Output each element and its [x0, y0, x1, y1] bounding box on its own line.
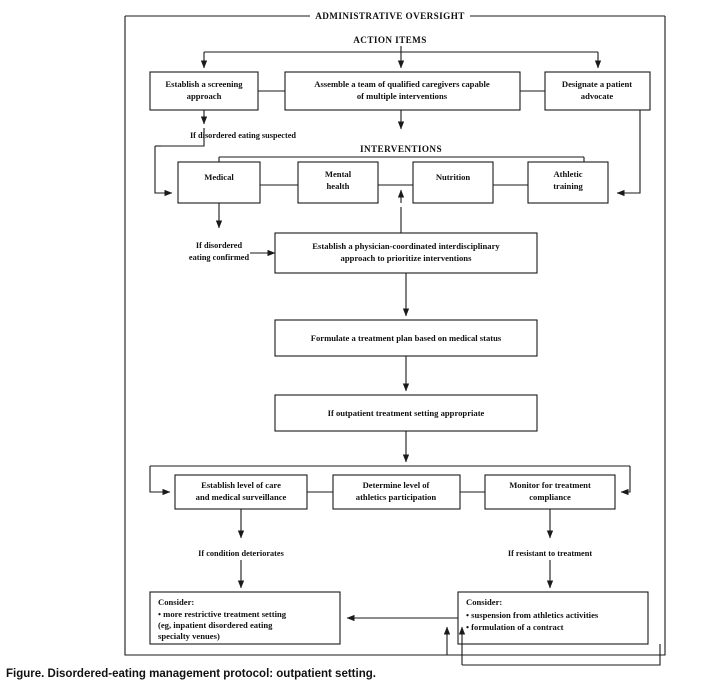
loop-suspected-to-medical [154, 128, 205, 197]
box-nutrition[interactable]: Nutrition [412, 161, 494, 204]
feedback-loop-outer [458, 626, 661, 666]
box-screening-line1: Establish a screening [165, 79, 243, 89]
box-medical[interactable]: Medical [177, 161, 261, 204]
label-deteriorates: If condition deteriorates [198, 549, 284, 558]
label-suspected: If disordered eating suspected [190, 131, 296, 140]
box-screening[interactable]: Establish a screening approach [149, 71, 259, 111]
box-medical-line1: Medical [204, 172, 234, 182]
box-team[interactable]: Assemble a team of qualified caregivers … [284, 71, 521, 111]
label-confirmed-line2: eating confirmed [189, 253, 250, 262]
box-advocate-line1: Designate a patient [562, 79, 632, 89]
section-action-items: ACTION ITEMS [353, 35, 426, 45]
box-monitor-line1: Monitor for treatment [509, 480, 591, 490]
consider-left-b1: • more restrictive treatment setting [158, 609, 287, 619]
section-interventions: INTERVENTIONS [360, 144, 442, 154]
box-mental-line2: health [327, 181, 350, 191]
box-level-care-line1: Establish level of care [201, 480, 281, 490]
box-monitor-line2: compliance [529, 492, 571, 502]
box-level-care-line2: and medical surveillance [196, 492, 287, 502]
box-physician-line1: Establish a physician-coordinated interd… [312, 241, 500, 251]
consider-left-b2: (eg, inpatient disordered eating [158, 620, 273, 630]
row3-bracket [149, 465, 631, 496]
box-outpatient-setting[interactable]: If outpatient treatment setting appropri… [274, 394, 538, 432]
box-athletic-training[interactable]: Athletic training [527, 161, 609, 204]
box-team-line1: Assemble a team of qualified caregivers … [314, 79, 490, 89]
box-monitor-compliance[interactable]: Monitor for treatment compliance [484, 474, 616, 510]
box-team-line2: of multiple interventions [357, 91, 448, 101]
box-participation-line2: athletics participation [356, 492, 437, 502]
box-outpatient-line1: If outpatient treatment setting appropri… [328, 408, 485, 418]
figure-caption: Figure. Disordered-eating management pro… [6, 668, 376, 680]
box-physician-coordinated[interactable]: Establish a physician-coordinated interd… [274, 232, 538, 274]
box-physician-line2: approach to prioritize interventions [341, 253, 473, 263]
consider-left-b3: specialty venues) [158, 631, 220, 641]
box-consider-left[interactable]: Consider: • more restrictive treatment s… [149, 591, 341, 645]
interventions-bracket [218, 156, 585, 162]
box-advocate[interactable]: Designate a patient advocate [544, 71, 651, 111]
box-athletic-line1: Athletic [553, 169, 582, 179]
consider-left-title: Consider: [158, 597, 194, 607]
box-formulate-plan[interactable]: Formulate a treatment plan based on medi… [274, 319, 538, 357]
label-resistant: If resistant to treatment [508, 549, 592, 558]
box-athletics-participation[interactable]: Determine level of athletics participati… [332, 474, 461, 510]
consider-right-b2: • formulation of a contract [466, 622, 564, 632]
outer-label: ADMINISTRATIVE OVERSIGHT [315, 11, 465, 21]
consider-right-b1: • suspension from athletics activities [466, 610, 599, 620]
box-level-of-care[interactable]: Establish level of care and medical surv… [174, 474, 308, 510]
box-participation-line1: Determine level of [363, 480, 430, 490]
box-consider-right[interactable]: Consider: • suspension from athletics ac… [457, 591, 649, 645]
box-advocate-line2: advocate [581, 91, 614, 101]
action-items-bracket [200, 46, 602, 69]
loop-advocate-to-athletic [616, 110, 641, 197]
box-nutrition-line1: Nutrition [436, 172, 471, 182]
box-athletic-line2: training [553, 181, 583, 191]
administrative-oversight-frame [124, 15, 666, 656]
label-confirmed-line1: If disordered [196, 241, 243, 250]
box-mental-health[interactable]: Mental health [297, 161, 379, 204]
box-mental-line1: Mental [325, 169, 352, 179]
box-formulate-line1: Formulate a treatment plan based on medi… [311, 333, 502, 343]
box-screening-line2: approach [187, 91, 222, 101]
consider-right-title: Consider: [466, 597, 502, 607]
